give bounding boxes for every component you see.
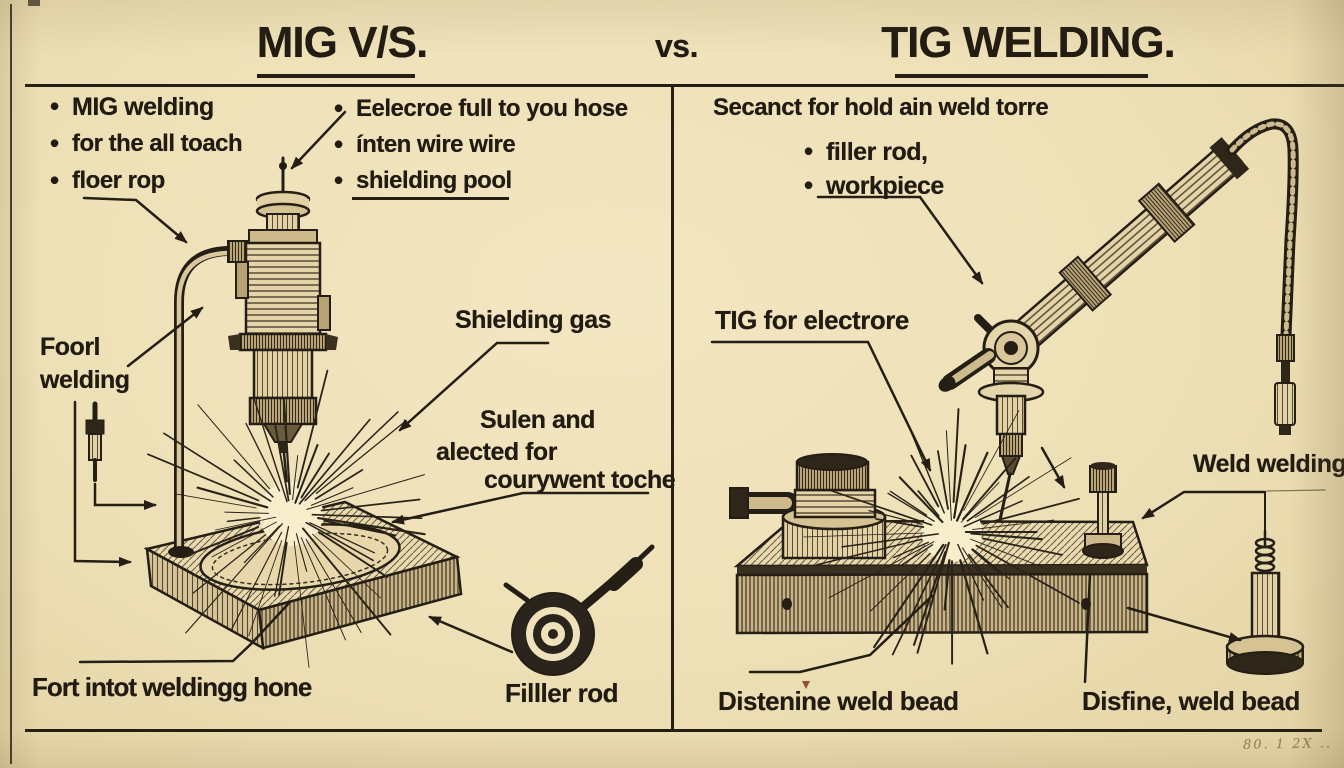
label-sulen-line3: courywent toche <box>484 466 676 494</box>
scan-artifact <box>28 0 40 6</box>
left-border-line <box>10 4 12 764</box>
footer-rule <box>25 729 1322 732</box>
title-tig: TIG WELDING. <box>881 18 1176 67</box>
tig-bullet-1: filler rod, <box>804 136 928 167</box>
mig-torch <box>228 156 338 498</box>
gas-regulator <box>729 453 887 560</box>
red-tick-mark <box>802 681 810 689</box>
weld-bead-stub <box>1225 529 1305 675</box>
label-sulen-line1: Sulen and <box>480 406 595 434</box>
label-weld-welding: Weld welding <box>1193 450 1344 478</box>
panel-divider <box>671 87 674 730</box>
mig-bullet-4: Eelecroe full to you hose <box>334 93 628 124</box>
shielding-pool-underline <box>352 197 509 200</box>
mig-panel-illustration <box>73 110 655 676</box>
torch-cable <box>1226 118 1299 435</box>
electrode-stub-icon <box>85 401 105 482</box>
title-mig: MIG V/S. <box>256 18 428 67</box>
handwritten-note: 80. 1 2X .. <box>1242 736 1333 753</box>
label-filler-rod: Filller rod <box>505 678 618 708</box>
bench-post <box>1082 462 1124 559</box>
mig-bullet-6: shielding pool <box>334 165 512 196</box>
tig-spark-burst <box>803 408 1080 665</box>
mig-bullet-1: MIG welding <box>50 91 214 122</box>
title-vs: vs. <box>655 28 698 64</box>
label-sulen-line2: alected for <box>436 438 557 466</box>
mig-spark-burst <box>147 369 426 668</box>
filler-rod-spool <box>503 544 655 676</box>
label-bead-right: Disfine, weld bead <box>1082 686 1300 716</box>
label-shielding-gas: Shielding gas <box>455 306 612 334</box>
title-mig-underline <box>257 74 415 78</box>
title-tig-underline <box>895 74 1148 78</box>
label-foorl-line1: Foorl <box>40 333 101 361</box>
tig-panel-illustration <box>710 118 1326 684</box>
mig-bullet-5: ínten wire wire <box>334 129 516 160</box>
mig-bullet-2: for the all toach <box>50 128 243 159</box>
label-tig-electrode: TIG for electrore <box>715 305 909 335</box>
tig-bullet-2: workpiece <box>804 170 944 201</box>
header-rule <box>25 84 1344 87</box>
label-bead-left: Distenine weld bead <box>718 686 959 716</box>
mig-bullet-3: floer rop <box>50 165 165 196</box>
label-weld-zone: Fort intot weldingg hone <box>32 672 312 702</box>
mig-stand-tube <box>168 240 253 558</box>
label-foorl-line2: welding <box>40 366 130 394</box>
tig-header: Secanct for hold ain weld torre <box>713 94 1049 121</box>
tig-torch <box>938 137 1250 522</box>
